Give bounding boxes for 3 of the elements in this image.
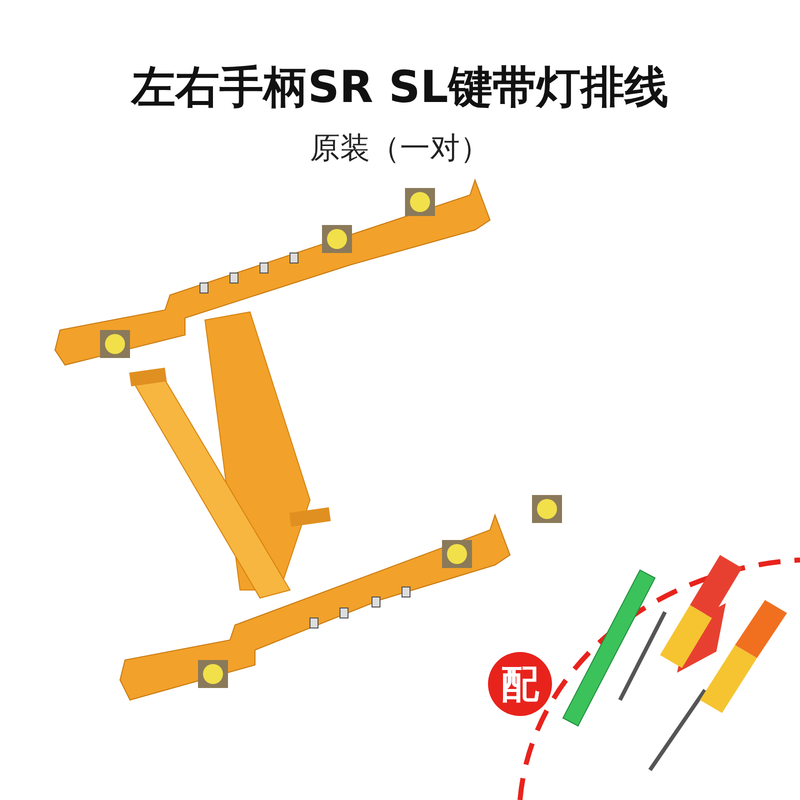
page-title: 左右手柄SR SL键带灯排线 [130,61,670,115]
accessory-badge: 配 [488,652,552,716]
subtitle: 原装（一对） [309,130,491,168]
